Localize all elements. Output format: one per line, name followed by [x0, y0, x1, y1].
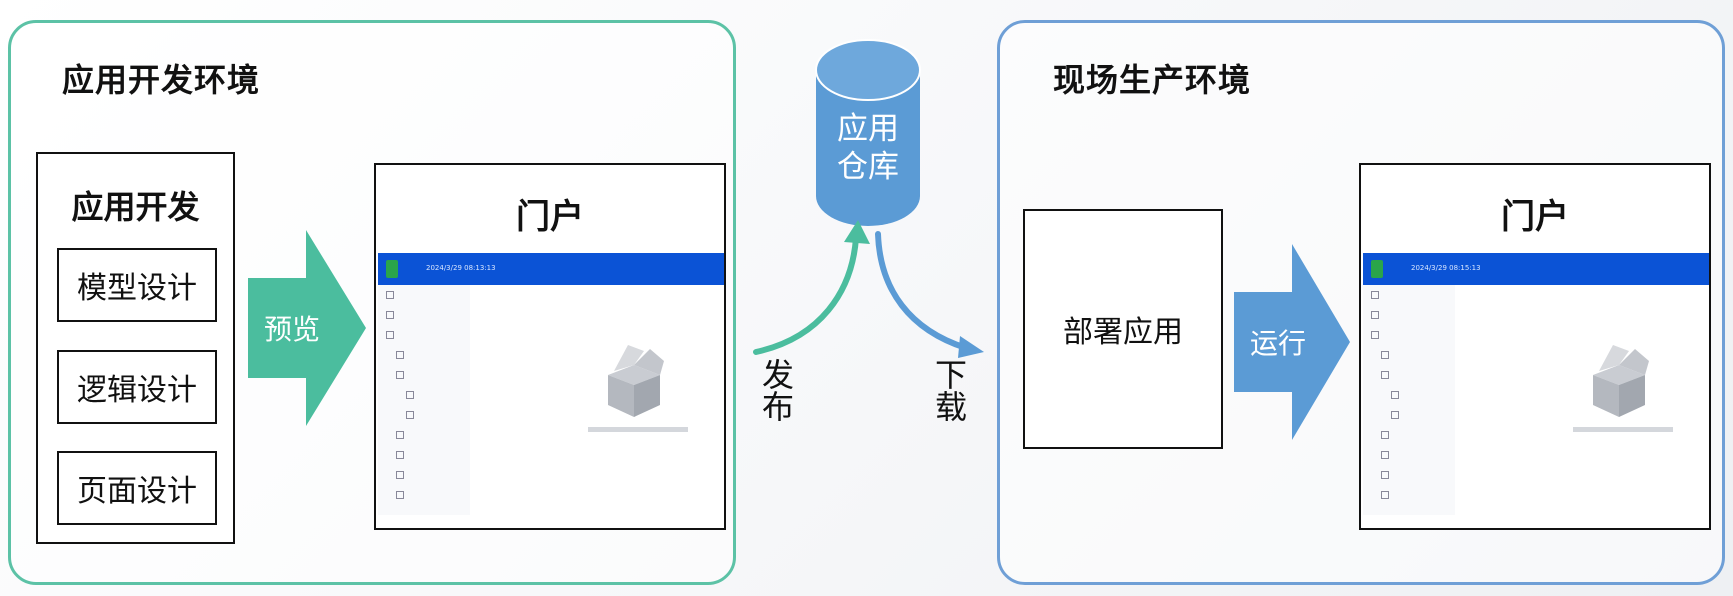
- dev-portal-title: 门户: [516, 197, 584, 237]
- prod-portal-screenshot: 2024/3/29 08:15:13: [1363, 253, 1709, 515]
- repo-label: 应用 仓库: [814, 110, 922, 186]
- repo-label-line1: 应用: [837, 111, 899, 147]
- mock-sidebar-item: [1391, 411, 1403, 420]
- logic-design-box: 逻辑设计: [57, 350, 217, 424]
- mock-sidebar-item: [406, 411, 418, 420]
- model-design-box: 模型设计: [57, 248, 217, 322]
- prod-portal-title: 门户: [1501, 197, 1569, 237]
- mock-sidebar-item: [1381, 451, 1393, 460]
- mock-sidebar-item: [386, 291, 398, 300]
- mock-sidebar-item: [1371, 291, 1383, 300]
- mock-sidebar-item: [1381, 371, 1393, 380]
- mock-header: 2024/3/29 08:13:13: [378, 253, 724, 285]
- page-design-box: 页面设计: [57, 451, 217, 525]
- mock-sidebar-item: [396, 471, 408, 480]
- dev-portal-screenshot: 2024/3/29 08:13:13: [378, 253, 724, 515]
- mock-sidebar-item: [396, 351, 408, 360]
- mock-sidebar-item: [406, 391, 418, 400]
- logo-icon: [386, 260, 398, 278]
- mock-sidebar-item: [1381, 431, 1393, 440]
- mock-main-area: [470, 285, 724, 515]
- mock-sidebar-item: [1381, 351, 1393, 360]
- publish-label: 发布: [757, 358, 795, 422]
- preview-label: 预览: [264, 313, 321, 346]
- mock-sidebar-item: [386, 331, 398, 340]
- empty-box-icon: [608, 345, 664, 417]
- mock-sidebar-item: [396, 431, 408, 440]
- publish-arrow: [753, 220, 870, 355]
- mock-sidebar-item: [396, 451, 408, 460]
- deploy-app-box: 部署应用: [1023, 209, 1223, 449]
- mock-sidebar-item: [1371, 331, 1383, 340]
- mock-sidebar: [1363, 285, 1456, 515]
- mock-sidebar-item: [1381, 471, 1393, 480]
- download-label: 下载: [930, 358, 968, 422]
- mock-sidebar-item: [396, 371, 408, 380]
- mock-main-area: [1455, 285, 1709, 515]
- prod-environment-title: 现场生产环境: [1053, 61, 1252, 99]
- empty-state-text: [1573, 427, 1673, 432]
- dev-environment-title: 应用开发环境: [62, 61, 261, 99]
- repo-label-line2: 仓库: [837, 149, 899, 185]
- dev-portal-box: 门户 2024/3/29 08:13:13: [374, 163, 726, 530]
- mock-header: 2024/3/29 08:15:13: [1363, 253, 1709, 285]
- mock-sidebar-item: [1381, 491, 1393, 500]
- mock-sidebar-item: [396, 491, 408, 500]
- app-repository-cylinder: [815, 39, 921, 226]
- mock-sidebar: [378, 285, 471, 515]
- download-arrow: [875, 231, 984, 358]
- app-dev-title: 应用开发: [71, 188, 200, 226]
- prod-portal-box: 门户 2024/3/29 08:15:13: [1359, 163, 1711, 530]
- preview-arrow: [248, 230, 366, 426]
- mock-timestamp: 2024/3/29 08:13:13: [426, 264, 496, 272]
- run-arrow: [1234, 244, 1350, 440]
- logo-icon: [1371, 260, 1383, 278]
- mock-sidebar-item: [1391, 391, 1403, 400]
- mock-sidebar-item: [386, 311, 398, 320]
- empty-state-text: [588, 427, 688, 432]
- app-dev-box: 应用开发 模型设计 逻辑设计 页面设计: [36, 152, 235, 544]
- empty-box-icon: [1593, 345, 1649, 417]
- mock-sidebar-item: [1371, 311, 1383, 320]
- mock-timestamp: 2024/3/29 08:15:13: [1411, 264, 1481, 272]
- run-label: 运行: [1250, 327, 1307, 360]
